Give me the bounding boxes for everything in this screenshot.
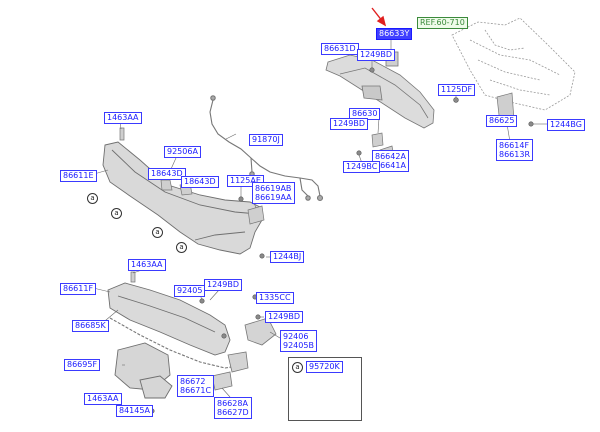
part-label-92506A[interactable]: 92506A [164, 146, 201, 158]
part-label-1335CC[interactable]: 1335CC [256, 292, 294, 304]
brackets [119, 92, 515, 283]
part-label-92405[interactable]: 92405 [174, 285, 206, 297]
part-label-86627D: 86627D [217, 408, 249, 417]
part-label-86672-86671C[interactable]: 86672 86671C [177, 375, 215, 397]
part-label-1249BD[interactable]: 1249BD [330, 118, 369, 130]
part-label-18643D[interactable]: 18643D [148, 168, 186, 180]
part-label-86641A: 86641A [375, 161, 406, 170]
part-label-86671C: 86671C [180, 386, 212, 395]
part-label-86611F[interactable]: 86611F [60, 283, 97, 295]
under-cover [114, 342, 173, 399]
part-label-18643D[interactable]: 18643D [181, 176, 219, 188]
bumper-cover [102, 141, 263, 255]
part-label-86685K[interactable]: 86685K [72, 320, 109, 332]
part-label-86672: 86672 [180, 377, 206, 386]
part-label-86695F[interactable]: 86695F [64, 359, 101, 371]
back-beam [325, 51, 435, 129]
part-label-1244BJ[interactable]: 1244BJ [270, 251, 305, 263]
part-label-86642A: 86642A [375, 152, 406, 161]
reference-label[interactable]: REF.60-710 [417, 17, 468, 29]
part-label-86614F: 86614F [499, 141, 530, 150]
part-label-86631D[interactable]: 86631D [321, 43, 359, 55]
body-panel-sketch [451, 17, 576, 111]
part-label-1249BC[interactable]: 1249BC [343, 161, 381, 173]
part-label-86628A: 86628A [217, 399, 248, 408]
part-label-1463AA[interactable]: 1463AA [104, 112, 142, 124]
callout-a: a [176, 242, 187, 253]
part-label-86642A-86641A[interactable]: 86642A 86641A [372, 150, 409, 172]
part-label-92405B: 92405B [283, 341, 314, 350]
callout-a: a [292, 362, 303, 373]
part-label-91870J[interactable]: 91870J [249, 134, 283, 146]
part-label-86633Y[interactable]: 86633Y [376, 28, 413, 40]
side-bracket [211, 317, 277, 391]
part-label-1463AA[interactable]: 1463AA [84, 393, 122, 405]
garnish-strip [109, 317, 246, 369]
part-label-84145A[interactable]: 84145A [116, 405, 153, 417]
callout-a: a [152, 227, 163, 238]
part-label-86614F-86613R[interactable]: 86614F 86613R [496, 139, 534, 161]
part-label-92406-92405B[interactable]: 92406 92405B [280, 330, 317, 352]
part-label-86619AA: 86619AA [255, 193, 292, 202]
part-label-92406: 92406 [283, 332, 309, 341]
callout-a: a [87, 193, 98, 204]
part-label-1249BD[interactable]: 1249BD [265, 311, 304, 323]
part-label-1463AA[interactable]: 1463AA [128, 259, 166, 271]
part-label-86613R: 86613R [499, 150, 531, 159]
part-label-1249BD[interactable]: 1249BD [357, 49, 396, 61]
part-label-1244BG[interactable]: 1244BG [547, 119, 585, 131]
part-label-86611E[interactable]: 86611E [60, 170, 97, 182]
part-label-86619AB-86619AA[interactable]: 86619AB 86619AA [252, 182, 295, 204]
part-label-1125DF[interactable]: 1125DF [438, 84, 476, 96]
part-label-95720K[interactable]: 95720K [306, 361, 343, 373]
highlight-arrow [371, 7, 387, 27]
part-label-86619AB: 86619AB [255, 184, 292, 193]
lower-diffuser [107, 282, 231, 356]
callout-a: a [111, 208, 122, 219]
part-label-86625[interactable]: 86625 [486, 115, 518, 127]
part-label-1249BD[interactable]: 1249BD [204, 279, 243, 291]
part-label-86628A-86627D[interactable]: 86628A 86627D [214, 397, 252, 419]
